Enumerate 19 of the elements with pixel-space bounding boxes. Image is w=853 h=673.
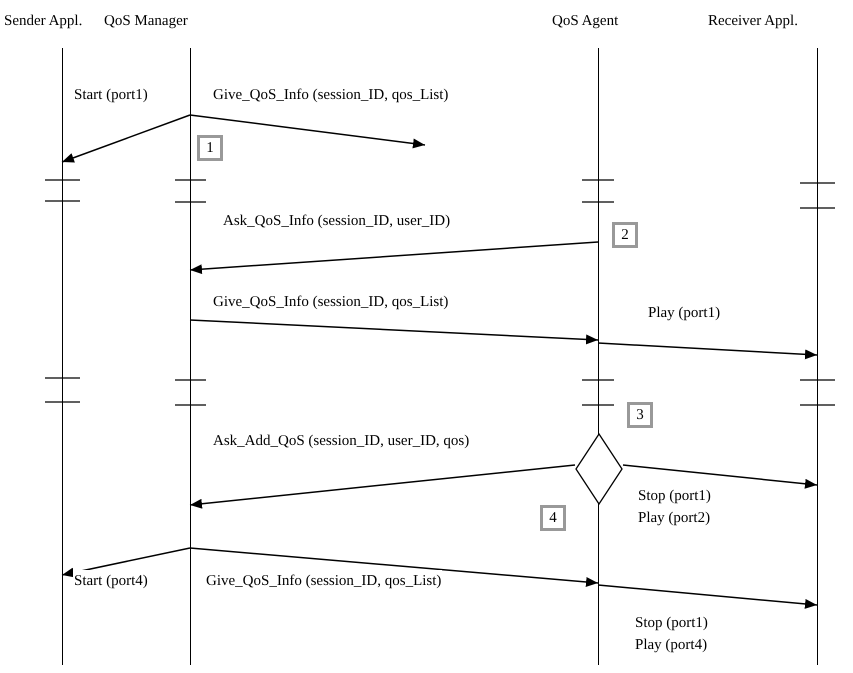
message-arrow [62,547,190,578]
lifeline-header: QoS Agent [552,12,618,30]
message-arrow [190,319,598,344]
message-arrow [190,114,426,148]
diamond-shape [575,433,623,505]
message-arrow [190,241,598,274]
lifeline-header: Receiver Appl. [708,12,798,30]
message-arrow [62,114,190,163]
message-arrow [598,342,818,360]
message-arrow [190,547,598,587]
step-number: 2 [612,222,638,248]
lifeline-header: QoS Manager [104,12,188,30]
step-number: 3 [627,402,653,428]
message-arrow [598,584,818,609]
step-number: 1 [197,135,223,161]
message-arrow [622,464,818,489]
lifeline-header: Sender Appl. [4,12,82,30]
message-arrow [190,464,576,509]
step-number: 4 [540,505,566,531]
